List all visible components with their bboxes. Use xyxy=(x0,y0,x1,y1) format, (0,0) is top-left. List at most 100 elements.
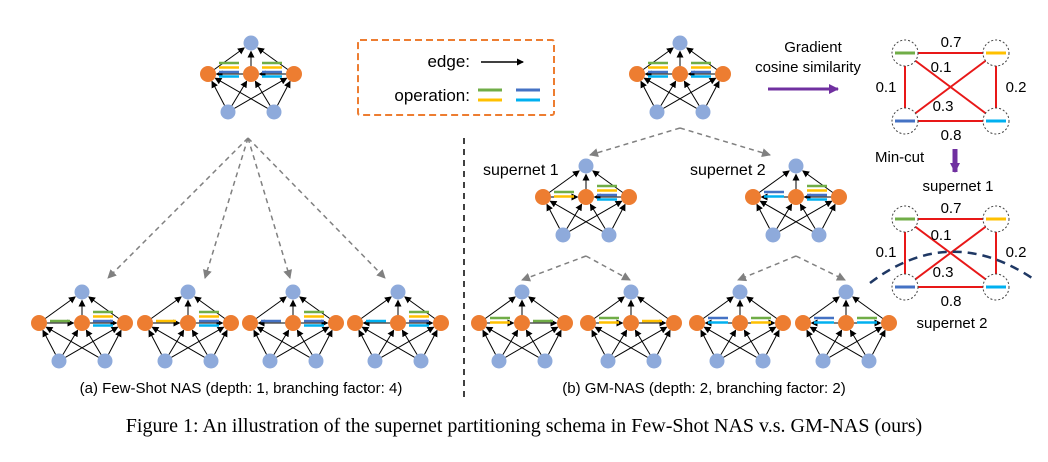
caption-b: (b) GM-NAS (depth: 2, branching factor: … xyxy=(562,380,845,397)
node-output xyxy=(623,284,639,300)
node-input xyxy=(555,227,571,243)
node-intermediate xyxy=(471,315,487,331)
node-intermediate xyxy=(881,315,897,331)
node-intermediate xyxy=(715,66,731,82)
node-output xyxy=(672,35,688,51)
node-intermediate xyxy=(286,66,302,82)
supernet-fewshot-child-3 xyxy=(242,284,344,369)
supernet-gmnas-leaf-4 xyxy=(795,284,897,369)
supernet-fewshot-root xyxy=(200,35,302,120)
figure-caption: Figure 1: An illustration of the superne… xyxy=(126,415,922,437)
node-intermediate xyxy=(732,315,748,331)
node-intermediate xyxy=(285,315,301,331)
node-intermediate xyxy=(775,315,791,331)
node-intermediate xyxy=(200,66,216,82)
node-intermediate xyxy=(621,189,637,205)
node-output xyxy=(180,284,196,300)
node-intermediate xyxy=(31,315,47,331)
gmnas-split-arrows xyxy=(521,127,846,282)
cut-supernet1-label: supernet 1 xyxy=(923,178,994,195)
node-intermediate xyxy=(795,315,811,331)
node-output xyxy=(732,284,748,300)
cut-weight-bottom: 0.8 xyxy=(941,293,962,310)
supernet-fewshot-child-1 xyxy=(31,284,133,369)
supernet2-label: supernet 2 xyxy=(690,162,766,179)
node-intermediate xyxy=(623,315,639,331)
supernet-gmnas-leaf-2 xyxy=(580,284,682,369)
node-intermediate xyxy=(629,66,645,82)
supernet-gmnas-supernet-2 xyxy=(745,158,847,243)
cut-graph: 0.7 0.1 0.1 0.2 0.3 0.8 xyxy=(869,200,1036,310)
weight-right: 0.2 xyxy=(1006,79,1027,96)
node-intermediate xyxy=(242,315,258,331)
node-output xyxy=(838,284,854,300)
op-node-cyan xyxy=(982,107,1010,135)
cut-weight-diag-b: 0.3 xyxy=(933,264,954,281)
gradient-label-line1: Gradient xyxy=(784,39,842,56)
node-intermediate xyxy=(557,315,573,331)
node-output xyxy=(74,284,90,300)
supernet-diagrams xyxy=(31,35,897,369)
cut-weight-top: 0.7 xyxy=(941,200,962,217)
node-input xyxy=(537,353,553,369)
node-output xyxy=(390,284,406,300)
weight-diag-a: 0.1 xyxy=(931,59,952,76)
node-input xyxy=(220,104,236,120)
node-input xyxy=(765,227,781,243)
node-output xyxy=(285,284,301,300)
supernet-gmnas-root xyxy=(629,35,731,120)
node-input xyxy=(413,353,429,369)
weight-top: 0.7 xyxy=(941,34,962,51)
node-input xyxy=(262,353,278,369)
node-input xyxy=(601,227,617,243)
op-node-green xyxy=(891,39,919,67)
node-input xyxy=(600,353,616,369)
node-intermediate xyxy=(137,315,153,331)
weight-left: 0.1 xyxy=(876,79,897,96)
node-input xyxy=(157,353,173,369)
node-input xyxy=(308,353,324,369)
caption-a: (a) Few-Shot NAS (depth: 1, branching fa… xyxy=(80,380,403,397)
node-input xyxy=(861,353,877,369)
node-intermediate xyxy=(514,315,530,331)
node-input xyxy=(649,104,665,120)
node-intermediate xyxy=(74,315,90,331)
node-input xyxy=(695,104,711,120)
node-input xyxy=(491,353,507,369)
node-intermediate xyxy=(433,315,449,331)
gradient-label-line2: cosine similarity xyxy=(755,59,861,76)
op-node-yellow xyxy=(982,39,1010,67)
node-intermediate xyxy=(838,315,854,331)
node-intermediate xyxy=(243,66,259,82)
supernet-gmnas-supernet-1 xyxy=(535,158,637,243)
node-input xyxy=(203,353,219,369)
node-intermediate xyxy=(745,189,761,205)
cut-op-node-blue xyxy=(891,273,919,301)
node-intermediate xyxy=(535,189,551,205)
node-input xyxy=(51,353,67,369)
node-intermediate xyxy=(666,315,682,331)
min-cut-line xyxy=(869,250,1036,284)
node-intermediate xyxy=(689,315,705,331)
cut-op-node-cyan xyxy=(982,273,1010,301)
similarity-graph: 0.7 0.1 0.1 0.2 0.3 0.8 xyxy=(876,34,1027,144)
weight-bottom: 0.8 xyxy=(941,127,962,144)
supernet-fewshot-child-2 xyxy=(137,284,239,369)
legend-box: edge: operation: xyxy=(357,39,555,116)
cut-weight-left: 0.1 xyxy=(876,244,897,261)
cut-weight-diag-a: 0.1 xyxy=(931,227,952,244)
fewshot-split-arrows xyxy=(107,137,386,279)
node-intermediate xyxy=(328,315,344,331)
node-input xyxy=(709,353,725,369)
legend-operation-label: operation: xyxy=(394,86,470,105)
node-intermediate xyxy=(672,66,688,82)
node-output xyxy=(514,284,530,300)
node-input xyxy=(367,353,383,369)
cut-weight-right: 0.2 xyxy=(1006,244,1027,261)
mincut-label: Min-cut xyxy=(875,149,925,166)
node-output xyxy=(578,158,594,174)
node-input xyxy=(811,227,827,243)
supernet-gmnas-leaf-1 xyxy=(471,284,573,369)
